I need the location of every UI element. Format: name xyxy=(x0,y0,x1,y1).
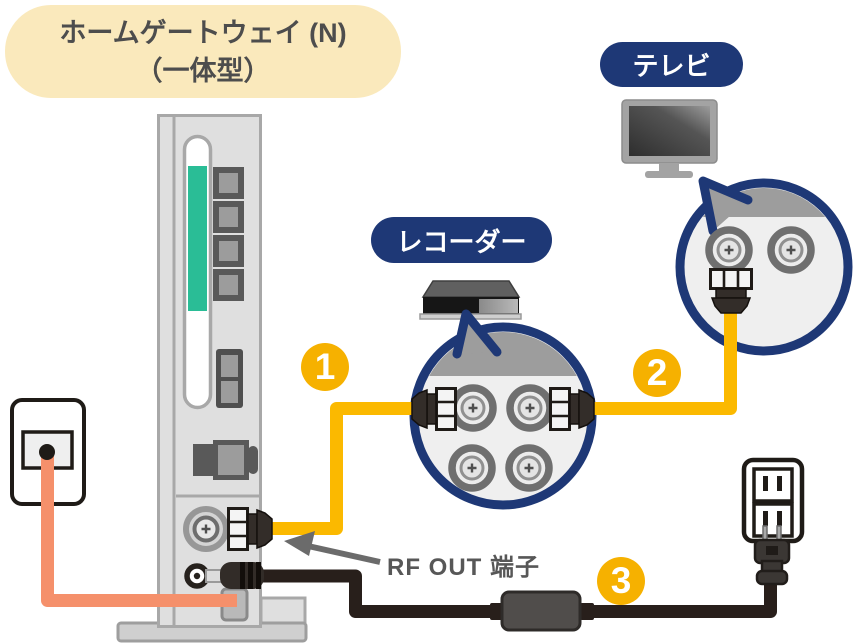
f-connector-recorder-right xyxy=(549,387,596,431)
gateway-label-line2: （一体型） xyxy=(135,55,271,86)
recorder-coax-jack-2 xyxy=(510,388,550,428)
tv-label: テレビ xyxy=(600,42,743,87)
optical-outlet-hole xyxy=(39,444,55,460)
dc-power-jack xyxy=(184,563,210,589)
coaxial-cable-1 xyxy=(272,402,413,535)
recorder-coax-jack-3 xyxy=(452,448,492,488)
dc-plug xyxy=(205,562,264,589)
gateway-status-strip xyxy=(188,166,207,311)
coaxial-cable-2 xyxy=(594,312,737,415)
rf-out-jack xyxy=(183,506,229,552)
gateway-rear-foot xyxy=(259,596,307,627)
power-wall-outlet xyxy=(741,457,805,544)
recorder-icon xyxy=(419,280,522,320)
wan-port xyxy=(193,440,258,480)
recorder-label: レコーダー xyxy=(371,217,552,263)
step-badge-1: 1 xyxy=(301,343,349,391)
gateway-label-line1: ホームゲートウェイ (N) xyxy=(59,17,347,48)
lan-ports xyxy=(213,167,244,301)
power-cable-left xyxy=(260,569,500,618)
tv-coax-jack-1 xyxy=(709,230,749,270)
recorder-coax-jack-4 xyxy=(509,448,549,488)
f-connector-recorder-left xyxy=(410,387,457,431)
ac-plug xyxy=(753,525,791,586)
tv-icon xyxy=(621,99,718,178)
phone-ports xyxy=(216,349,243,408)
rf-out-arrow xyxy=(284,531,381,565)
step-badge-3: 3 xyxy=(597,557,645,605)
gateway-label: ホームゲートウェイ (N) （一体型） xyxy=(5,5,401,98)
power-cable-right xyxy=(578,582,777,618)
optical-cable xyxy=(41,455,237,607)
f-connector-tv xyxy=(709,268,753,315)
ac-adapter xyxy=(490,590,594,632)
f-connector-rf-out xyxy=(227,507,274,551)
home-gateway-device xyxy=(116,114,308,643)
tv-coax-jack-2 xyxy=(771,230,811,270)
recorder-coax-jack-1 xyxy=(453,388,493,428)
step-badge-2: 2 xyxy=(633,349,681,397)
rf-out-label: RF OUT 端子 xyxy=(387,554,540,581)
tv-connection-callout xyxy=(675,176,853,356)
